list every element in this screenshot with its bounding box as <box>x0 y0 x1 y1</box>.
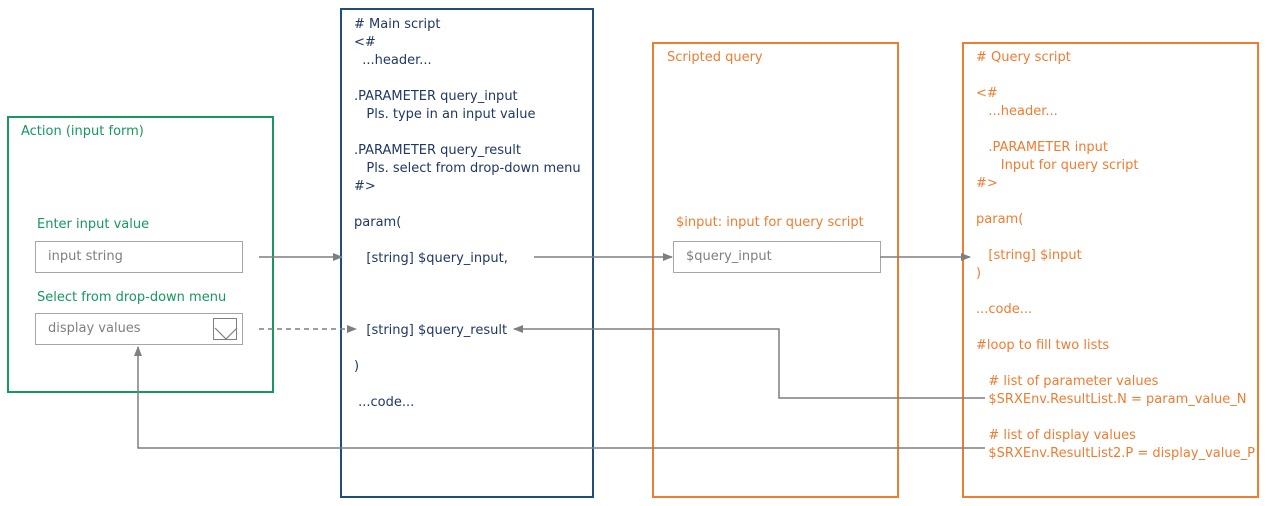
scripted-query-box <box>652 42 899 498</box>
scripted-query-title: Scripted query <box>667 50 763 65</box>
display-values-dropdown[interactable]: display values <box>35 313 243 345</box>
arrow-param-values-to-query-result <box>513 325 985 399</box>
query-script-line: $SRXEnv.ResultList.N = param_value_N <box>976 392 1247 407</box>
main-script-line: .PARAMETER query_input <box>354 89 518 104</box>
query-script-box <box>962 42 1259 498</box>
query-script-line: Input for query script <box>976 158 1139 173</box>
main-script-line: param( <box>354 215 402 230</box>
query-script-line: ) <box>976 266 982 281</box>
query-script-line: # Query script <box>976 50 1071 65</box>
scripted-query-input-label: $input: input for query script <box>676 215 864 230</box>
query-script-line: # list of parameter values <box>976 374 1159 389</box>
query-script-line: $SRXEnv.ResultList2.P = display_value_P <box>976 446 1255 461</box>
dropdown-value: display values <box>48 321 141 336</box>
query-script-line: <# <box>976 86 998 101</box>
query-script-line: #loop to fill two lists <box>976 338 1110 353</box>
input-string-field[interactable]: input string <box>35 241 243 273</box>
main-script-line: #> <box>354 179 376 194</box>
input-value-label: Enter input value <box>37 217 150 232</box>
query-script-line: param( <box>976 212 1024 227</box>
main-script-line: .PARAMETER query_result <box>354 143 521 158</box>
query-script-line: #> <box>976 176 998 191</box>
dropdown-label: Select from drop-down menu <box>37 290 227 305</box>
query-script-line: ...header... <box>976 104 1058 119</box>
main-script-line: ...header... <box>354 53 432 68</box>
chevron-down-icon-glyph <box>214 327 238 340</box>
main-script-line: <# <box>354 35 376 50</box>
chevron-down-icon[interactable] <box>213 318 238 340</box>
query-script-line: # list of display values <box>976 428 1136 443</box>
action-title: Action (input form) <box>21 124 144 139</box>
action-input-form-box <box>7 116 274 393</box>
main-script-line: [string] $query_result <box>354 323 508 338</box>
query-script-line: .PARAMETER input <box>976 140 1109 155</box>
main-script-line: Pls. type in an input value <box>354 107 536 122</box>
arrow-display-values-to-dropdown <box>134 346 985 449</box>
main-script-line: ) <box>354 359 360 374</box>
query-script-line: [string] $input <box>976 248 1082 263</box>
main-script-line: ...code... <box>354 395 415 410</box>
query-input-field[interactable]: $query_input <box>673 241 881 273</box>
main-script-line: [string] $query_input, <box>354 251 508 266</box>
main-script-line: # Main script <box>354 17 441 32</box>
main-script-line: Pls. select from drop-down menu <box>354 161 581 176</box>
query-script-line: ...code... <box>976 302 1033 317</box>
